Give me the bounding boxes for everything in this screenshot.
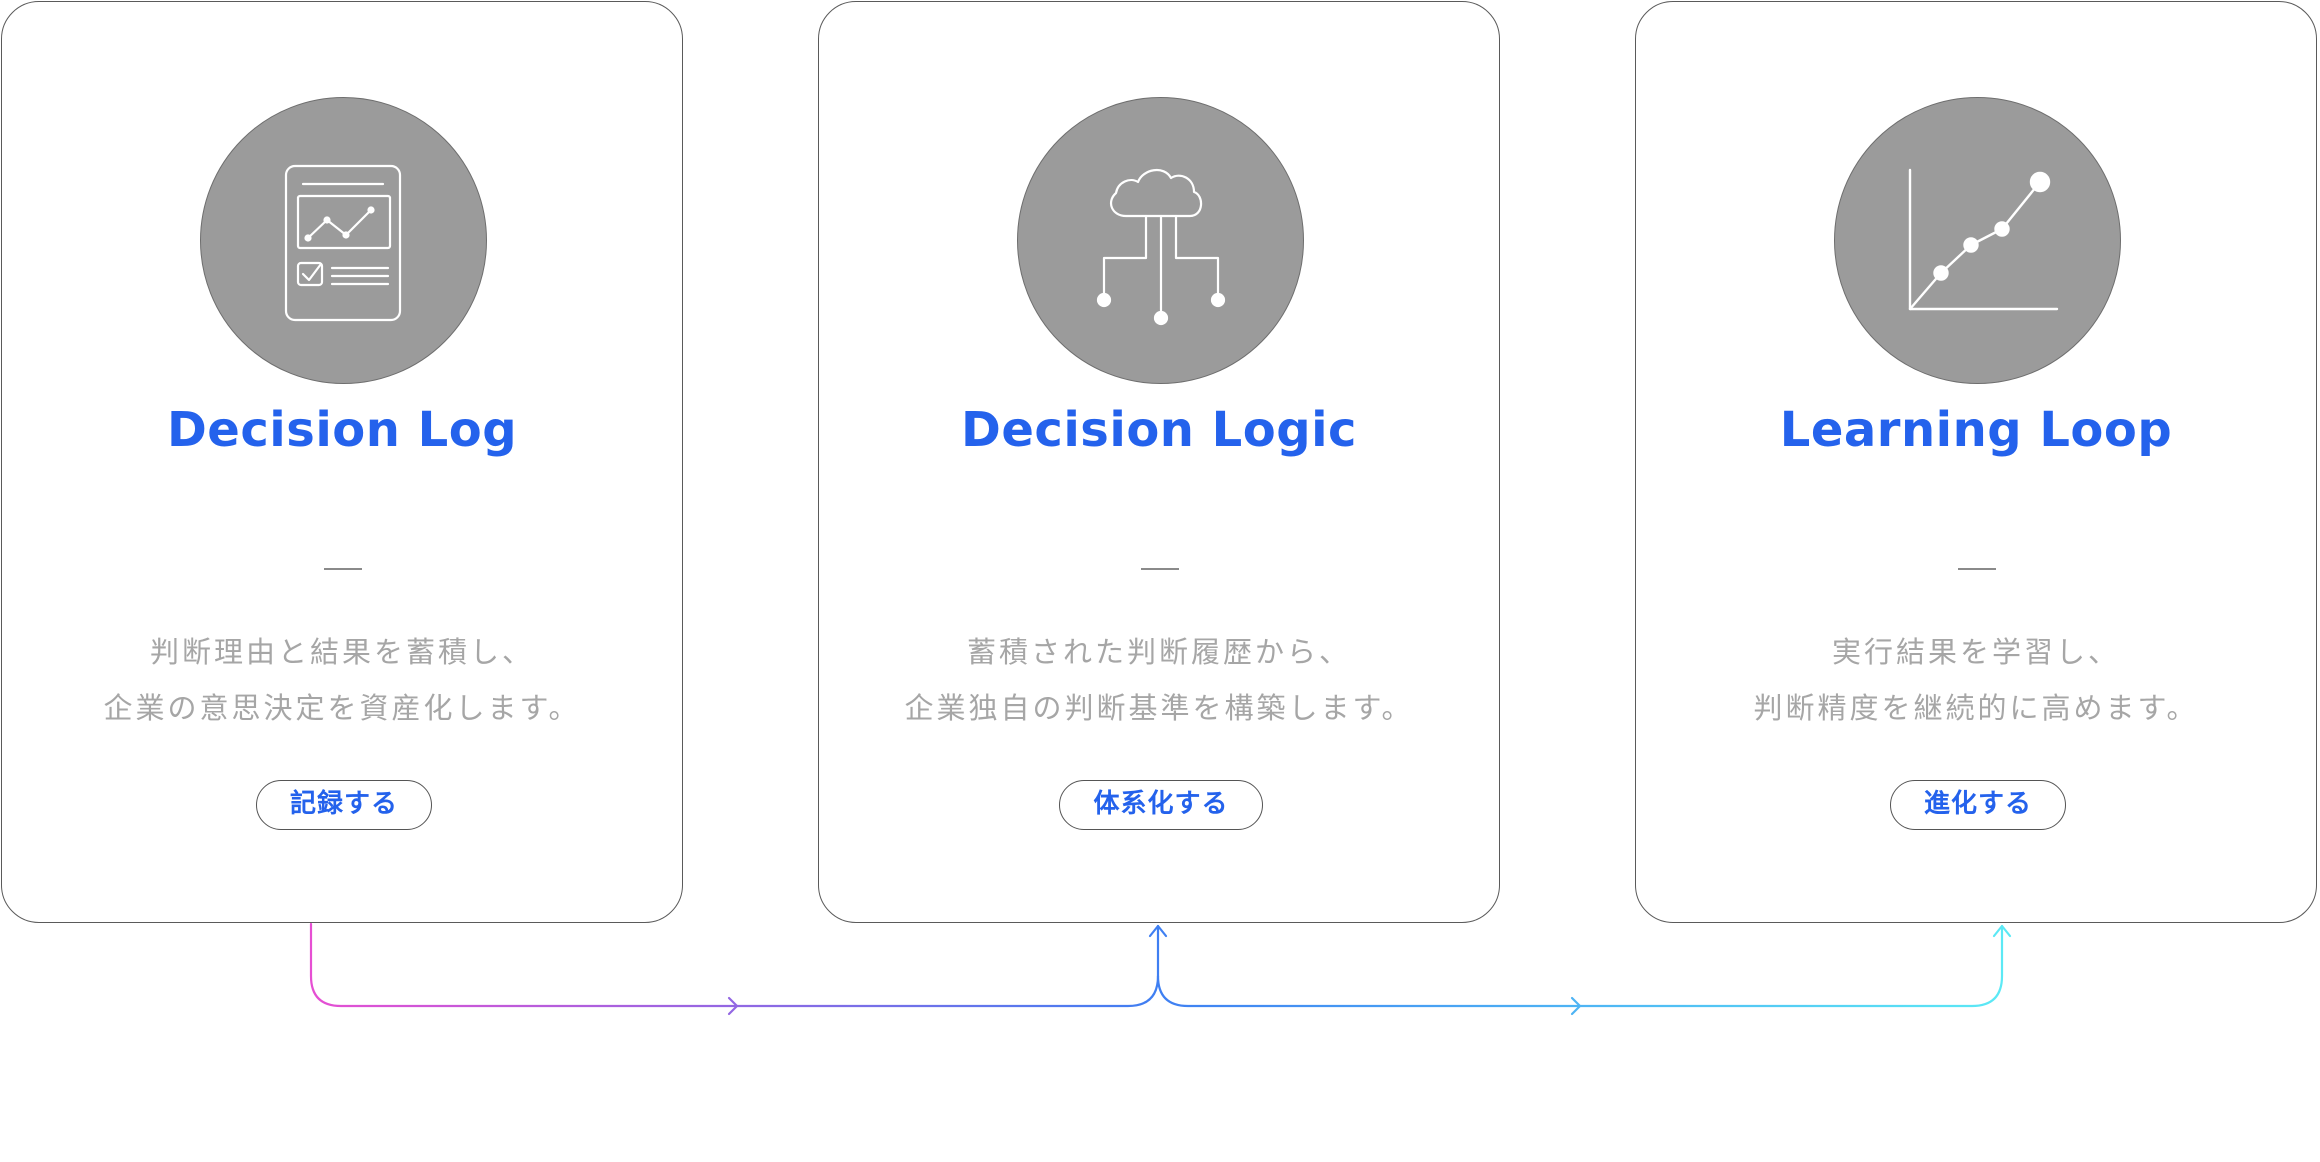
description-line: 実行結果を学習し、 — [1831, 635, 2120, 669]
card-description: 実行結果を学習し、 判断精度を継続的に高めます。 — [1636, 624, 2316, 736]
systematize-button[interactable]: 体系化する — [1059, 780, 1263, 830]
arrow-up-icon — [1992, 924, 2012, 938]
arrow-right-icon — [727, 996, 739, 1016]
growth-chart-icon — [1834, 97, 2121, 384]
card-title: Decision Log — [166, 402, 518, 458]
evolve-button[interactable]: 進化する — [1890, 780, 2066, 830]
card-decision-log: Decision Log 判断理由と結果を蓄積し、 企業の意思決定を資産化します… — [1, 1, 683, 923]
flow-line — [1156, 924, 2004, 1008]
description-line: 判断理由と結果を蓄積し、 — [149, 635, 534, 669]
divider — [1141, 568, 1179, 570]
description-line: 企業独自の判断基準を構築します。 — [904, 691, 1414, 725]
arrow-up-icon — [1148, 924, 1168, 938]
card-title: Learning Loop — [1779, 402, 2173, 458]
report-chart-icon — [200, 97, 487, 384]
divider — [324, 568, 362, 570]
card-description: 判断理由と結果を蓄積し、 企業の意思決定を資産化します。 — [2, 624, 682, 736]
card-decision-logic: Decision Logic 蓄積された判断履歴から、 企業独自の判断基準を構築… — [818, 1, 1500, 923]
divider — [1958, 568, 1996, 570]
card-title: Decision Logic — [960, 402, 1357, 458]
arrow-right-icon — [1570, 996, 1582, 1016]
record-button[interactable]: 記録する — [256, 780, 432, 830]
description-line: 判断精度を継続的に高めます。 — [1753, 691, 2199, 725]
card-description: 蓄積された判断履歴から、 企業独自の判断基準を構築します。 — [819, 624, 1499, 736]
cloud-network-icon — [1017, 97, 1304, 384]
flow-line — [309, 922, 1160, 1008]
description-line: 蓄積された判断履歴から、 — [966, 635, 1351, 669]
description-line: 企業の意思決定を資産化します。 — [103, 691, 581, 725]
card-learning-loop: Learning Loop 実行結果を学習し、 判断精度を継続的に高めます。 進… — [1635, 1, 2317, 923]
